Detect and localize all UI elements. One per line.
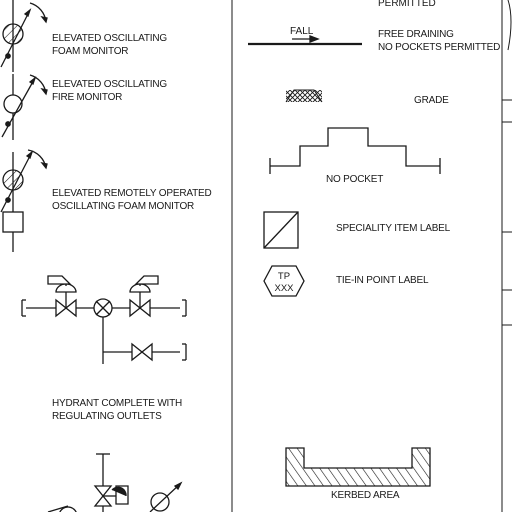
kerbed-area-label: KERBED AREA: [331, 490, 400, 501]
kerbed-area-symbol: [285, 447, 431, 487]
foam-monitor-label-line2: FOAM MONITOR: [52, 46, 129, 57]
top-right-fragment: PERMITTED: [378, 0, 436, 9]
free-draining-label: FREE DRAINING NO POCKETS PERMITTED: [378, 28, 500, 54]
speciality-item-label: SPECIALITY ITEM LABEL: [336, 223, 450, 234]
remote-foam-monitor-label-line1: ELEVATED REMOTELY OPERATED: [52, 188, 212, 199]
bottom-partial-symbols: [47, 453, 183, 517]
tie-in-point-label: TIE-IN POINT LABEL: [336, 275, 429, 286]
tie-in-point-symbol: [263, 265, 305, 297]
remote-foam-monitor-symbol: [0, 149, 48, 252]
fire-monitor-label: ELEVATED OSCILLATING FIRE MONITOR: [52, 78, 167, 104]
remote-foam-monitor-label: ELEVATED REMOTELY OPERATED OSCILLATING F…: [52, 187, 212, 213]
remote-foam-monitor-label-line2: OSCILLATING FOAM MONITOR: [52, 201, 195, 212]
free-draining-label-line2: NO POCKETS PERMITTED: [378, 42, 501, 53]
tie-in-tag-bottom: XXX: [274, 283, 294, 294]
foam-monitor-label: ELEVATED OSCILLATING FOAM MONITOR: [52, 32, 167, 58]
free-draining-label-line1: FREE DRAINING: [378, 29, 454, 40]
foam-monitor-symbol: [0, 0, 48, 72]
speciality-item-symbol: [263, 211, 299, 249]
fire-monitor-label-line1: ELEVATED OSCILLATING: [52, 79, 167, 90]
grade-symbol: [285, 89, 323, 103]
hydrant-label-line2: REGULATING OUTLETS: [52, 411, 162, 422]
free-draining-symbol: [248, 35, 362, 46]
fire-monitor-label-line2: FIRE MONITOR: [52, 92, 123, 103]
hydrant-label: HYDRANT COMPLETE WITH REGULATING OUTLETS: [52, 397, 182, 423]
hydrant-symbol: [21, 275, 187, 364]
fire-monitor-symbol: [1, 74, 48, 140]
foam-monitor-label-line1: ELEVATED OSCILLATING: [52, 33, 167, 44]
grade-label: GRADE: [414, 95, 449, 106]
fall-tag: FALL: [290, 26, 314, 37]
hydrant-label-line1: HYDRANT COMPLETE WITH: [52, 398, 183, 409]
no-pocket-label: NO POCKET: [326, 174, 384, 185]
tie-in-tag-top: TP: [278, 271, 290, 282]
no-pocket-symbol: [269, 127, 441, 174]
